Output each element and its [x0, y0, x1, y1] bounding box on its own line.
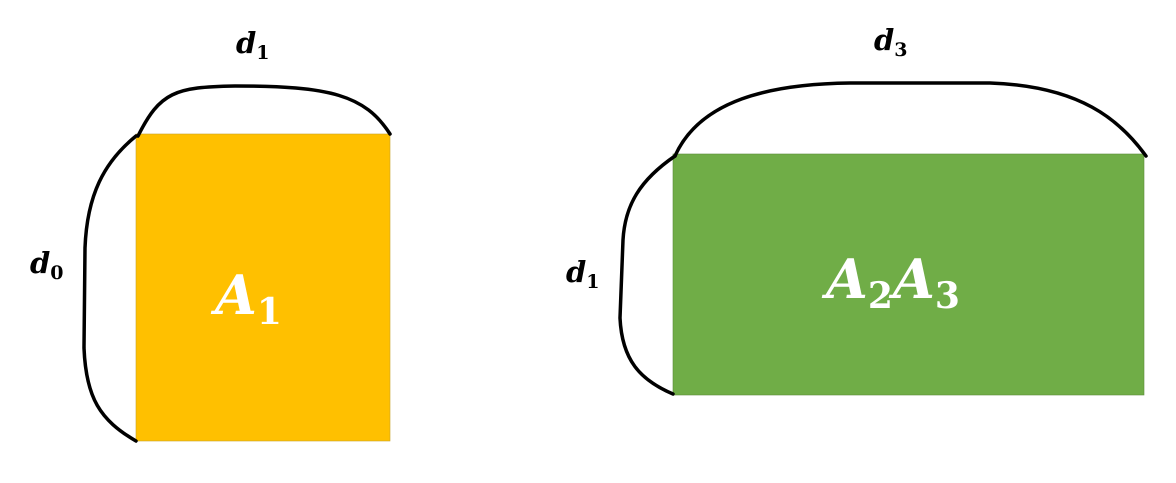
matrix-label-a1: A1 — [210, 263, 282, 333]
top-dimension-label-a1: d1 — [236, 26, 270, 64]
top-dimension-brace-a1 — [136, 84, 392, 138]
top-dimension-label-a2a3: d3 — [874, 23, 908, 61]
top-dimension-brace-a2a3 — [673, 81, 1148, 158]
side-dimension-label-a1: d0 — [30, 246, 64, 284]
side-dimension-brace-a2a3 — [618, 154, 677, 396]
matrix-a1-group: d1 d0 A1 — [30, 26, 392, 443]
matrix-a1-rectangle — [135, 133, 391, 442]
side-dimension-label-a2a3: d1 — [566, 255, 600, 293]
matrix-label-a2a3: A2A3 — [821, 247, 960, 317]
matrix-a2a3-group: d3 d1 A2A3 — [566, 23, 1148, 396]
side-dimension-brace-a1 — [82, 134, 138, 443]
matrix-a2a3-rectangle — [672, 153, 1145, 396]
